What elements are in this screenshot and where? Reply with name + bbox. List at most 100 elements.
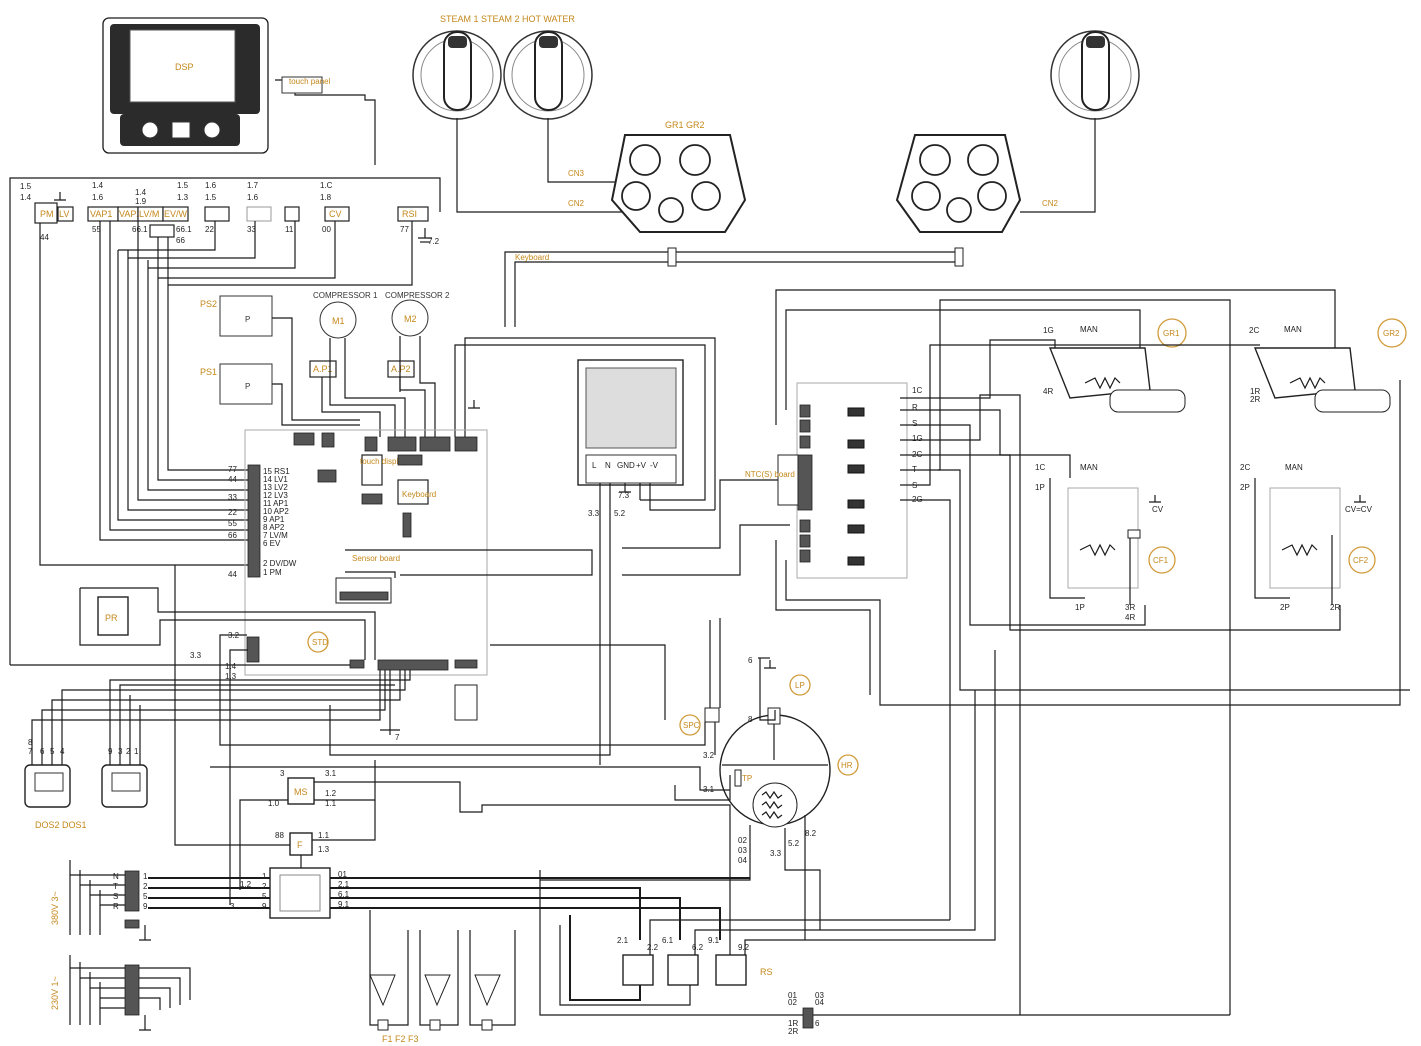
pin-label: 2 DV/DW xyxy=(263,559,297,568)
spc-label: SPC xyxy=(683,721,700,730)
pin-label: 1.0 xyxy=(268,799,280,808)
pin-label: 1.2 xyxy=(325,789,337,798)
steam-knob-1 xyxy=(412,30,502,120)
svg-text:P: P xyxy=(245,382,250,391)
mains-230v: 230V 1~ xyxy=(50,955,191,1030)
pin-label: 2P xyxy=(1280,603,1290,612)
pin-label: 2R xyxy=(788,1027,798,1036)
compressor-2-label: COMPRESSOR 2 xyxy=(385,291,450,300)
pin-label: 00 xyxy=(322,225,331,234)
pin-label: 1.6 xyxy=(205,181,217,190)
keypad-right: CN2 xyxy=(895,134,1059,233)
ntc-right-labels: 1C R S 1G 2C T S 2G xyxy=(912,386,923,504)
pin-label: 7.2 xyxy=(428,237,440,246)
ms-label: MS xyxy=(294,787,308,797)
pin-label: 1.1 xyxy=(325,799,337,808)
pin-label: 2C xyxy=(1249,326,1259,335)
pin-label: 1.5 xyxy=(20,182,32,191)
pin-label: 5 xyxy=(262,892,267,901)
relay-evw: EV/W xyxy=(164,209,188,219)
pin-label: 22 xyxy=(205,225,214,234)
fuses-f1-f2-f3: F1 F2 F3 xyxy=(369,910,516,1044)
pin-label: 3 xyxy=(230,902,235,911)
pin-label: 9 AP1 xyxy=(263,515,285,524)
pin-label: 1P xyxy=(1035,483,1045,492)
pin-label: 2R xyxy=(1330,603,1340,612)
pin-label: 2.1 xyxy=(338,880,350,889)
pin-label: 1.3 xyxy=(177,193,189,202)
ap2-label: A.P2 xyxy=(391,364,411,374)
pin-label: 3.3 xyxy=(190,651,202,660)
relay-rsi: RSI xyxy=(402,209,417,219)
touch-panel-label: touch panel xyxy=(289,77,331,86)
psu-terminal: L xyxy=(592,461,597,470)
pin-label: 9.1 xyxy=(338,900,350,909)
pin-label: 1.6 xyxy=(92,193,104,202)
pin-label: 1.5 xyxy=(177,181,189,190)
pin-label: 5.2 xyxy=(614,509,626,518)
pin-label: 2C xyxy=(1240,463,1250,472)
keypad-gr1-gr2: GR1 GR2 CN3 CN2 xyxy=(568,120,747,233)
psu-terminal: GND xyxy=(617,461,635,470)
pin-label: 1C xyxy=(1035,463,1045,472)
pin-label: 4R xyxy=(1043,387,1053,396)
pin-label: 04 xyxy=(815,998,824,1007)
pin-label: S xyxy=(912,419,917,428)
pin-label: 2R xyxy=(1250,395,1260,404)
pin-label: 11 AP1 xyxy=(263,499,289,508)
std-label: STD xyxy=(312,638,328,647)
keyboard-top-label: Keyboard xyxy=(515,253,549,262)
pin-label: 1R xyxy=(788,1019,798,1028)
dsp-label: DSP xyxy=(175,62,194,72)
pin-label: 2.1 xyxy=(617,936,629,945)
pin-label: 1.5 xyxy=(205,193,217,202)
compressor-1-label: COMPRESSOR 1 xyxy=(313,291,378,300)
cv-label: CV=CV xyxy=(1345,505,1373,514)
pin-label: 1.3 xyxy=(318,845,330,854)
pin-label: 1C xyxy=(912,386,922,395)
man-label: MAN xyxy=(1080,463,1098,472)
pin-label: 1 PM xyxy=(263,568,282,577)
pin-label: 15 RS1 xyxy=(263,467,290,476)
pin-label: 7 LV/M xyxy=(263,531,288,540)
pin-label: 44 xyxy=(228,475,237,484)
ps1-label: PS1 xyxy=(200,367,217,377)
pin-label: 6 xyxy=(815,1019,820,1028)
pin-label: 3R xyxy=(1125,603,1135,612)
pressostat-ps2: PS2 P xyxy=(200,295,360,421)
pin-label: 1.9 xyxy=(135,197,147,206)
pin-label: 6 xyxy=(748,656,753,665)
pin-label: 8 xyxy=(748,715,753,724)
steam-knob-2 xyxy=(503,30,593,120)
pin-label: 1G xyxy=(1043,326,1054,335)
pin-label: 77 xyxy=(400,225,409,234)
relay-vap1: VAP1 xyxy=(90,209,112,219)
pin-label: 1.6 xyxy=(247,193,259,202)
ms-switch: MS 3 3.1 1.2 1.1 1.0 xyxy=(268,769,337,808)
group-2: GR2 MAN 2C 1R 2R CF2 2C MAN 2P 2P 2R CV=… xyxy=(1240,318,1407,612)
pin-label: 03 xyxy=(738,846,747,855)
hot-water-knob xyxy=(1050,30,1140,120)
pin-label: 04 xyxy=(738,856,747,865)
pin-label: 1 xyxy=(134,747,139,756)
pr-label: PR xyxy=(105,613,118,623)
pin-label: 8 xyxy=(28,738,33,747)
pin-label: 22 xyxy=(228,508,237,517)
main-control-board: touch display Keyboard 15 RS1 14 LV1 13 … xyxy=(190,429,488,721)
pin-label: 11 xyxy=(285,225,294,234)
m1-label: M1 xyxy=(332,316,345,326)
pin-label: 66 xyxy=(176,236,185,245)
gr1-gr2-label: GR1 GR2 xyxy=(665,120,705,130)
pin-label: 8.2 xyxy=(805,829,817,838)
cv-label: CV xyxy=(1152,505,1164,514)
keyboard-board-label: Keyboard xyxy=(402,490,436,499)
pin-label: 1G xyxy=(912,434,923,443)
pin-label: 12 LV3 xyxy=(263,491,288,500)
pin-label: 6.1 xyxy=(662,936,674,945)
phase-label: N xyxy=(113,872,119,881)
ap1-label: A.P1 xyxy=(313,364,333,374)
psu-terminal: N xyxy=(605,461,611,470)
psu-terminal: -V xyxy=(650,461,659,470)
cn3-label: CN3 xyxy=(568,169,585,178)
cf1-label: CF1 xyxy=(1153,556,1169,565)
